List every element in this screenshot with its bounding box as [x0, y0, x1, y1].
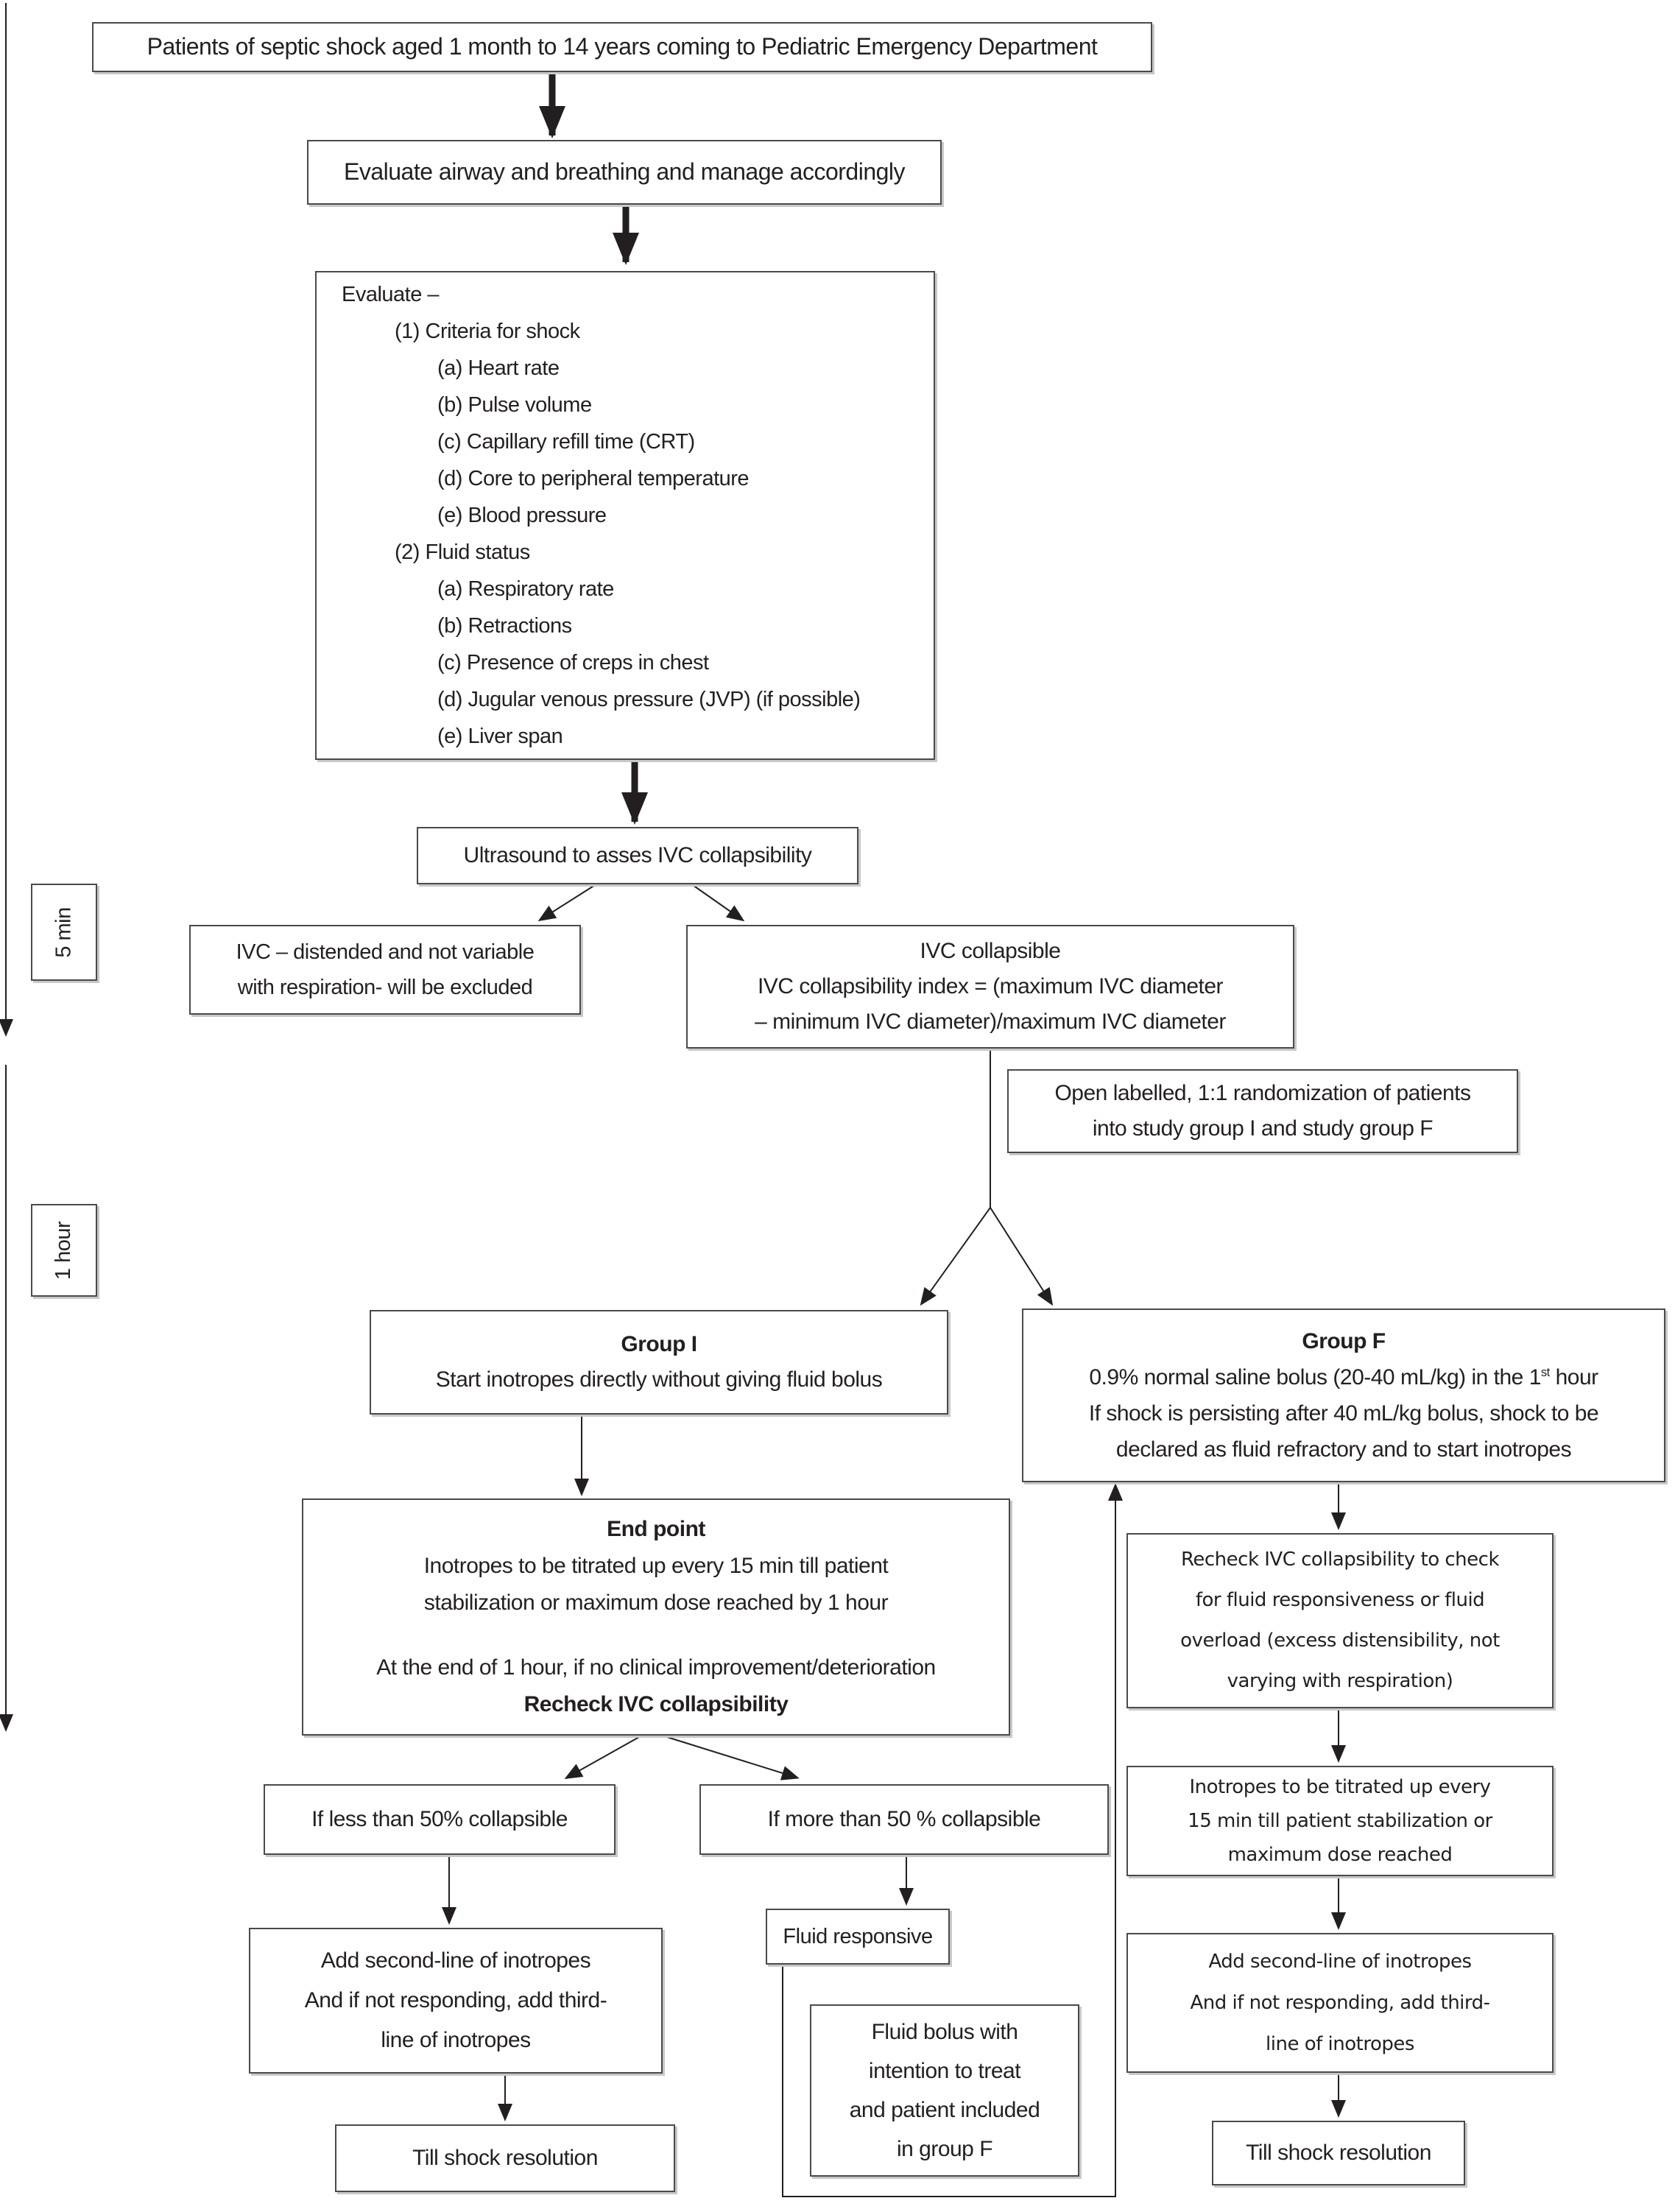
flow-node-group-i: Group I Start inotropes directly without…	[370, 1310, 948, 1415]
node-text: and patient included	[849, 2098, 1040, 2122]
evaluate-line: Evaluate –	[342, 283, 440, 306]
node-text: varying with respiration)	[1227, 1670, 1453, 1692]
node-text: Recheck IVC collapsibility to check	[1180, 1549, 1500, 1571]
node-text: intention to treat	[868, 2059, 1021, 2083]
node-text: Add second-line of inotropes	[320, 1948, 591, 1973]
node-text: into study group I and study group F	[1092, 1116, 1434, 1141]
evaluate-line: (e) Blood pressure	[437, 504, 607, 527]
flow-node-till-shock-resolution-left: Till shock resolution	[335, 2124, 675, 2192]
node-text: Till shock resolution	[412, 2145, 598, 2170]
node-text: for fluid responsiveness or fluid	[1195, 1589, 1485, 1611]
node-text: IVC – distended and not variable	[236, 940, 535, 964]
evaluate-line: (d) Core to peripheral temperature	[437, 467, 750, 490]
evaluate-line: (c) Presence of creps in chest	[437, 651, 709, 674]
node-text: maximum dose reached	[1227, 1844, 1453, 1866]
evaluate-line: (b) Retractions	[437, 614, 572, 638]
node-text: declared as fluid refractory and to star…	[1115, 1437, 1572, 1462]
flow-node-titrate-inotropes-right: Inotropes to be titrated up every 15 min…	[1126, 1766, 1554, 1876]
node-text: Add second-line of inotropes	[1208, 1951, 1472, 1973]
node-text: Evaluate airway and breathing and manage…	[343, 158, 906, 186]
evaluate-line: (d) Jugular venous pressure (JVP) (if po…	[437, 688, 861, 711]
flow-node-fluid-bolus-itt: Fluid bolus with intention to treat and …	[810, 2004, 1079, 2177]
flow-node-fluid-responsive: Fluid responsive	[766, 1909, 950, 1965]
node-text: Patients of septic shock aged 1 month to…	[147, 33, 1098, 60]
node-text: And if not responding, add third-	[1190, 1992, 1490, 2014]
flow-node-recheck-ivc-right: Recheck IVC collapsibility to check for …	[1126, 1533, 1554, 1708]
timeline-label-5min: 5 min	[31, 884, 97, 981]
node-text: Ultrasound to asses IVC collapsibility	[463, 842, 812, 867]
node-text: – minimum IVC diameter)/maximum IVC diam…	[755, 1010, 1226, 1034]
node-text: At the end of 1 hour, if no clinical imp…	[376, 1655, 936, 1680]
node-text: line of inotropes	[1266, 2033, 1414, 2055]
flow-node-till-shock-resolution-right: Till shock resolution	[1212, 2121, 1465, 2185]
flow-node-ivc-excluded: IVC – distended and not variable with re…	[189, 925, 581, 1015]
node-text: Fluid bolus with	[871, 2020, 1018, 2044]
evaluate-line: (2) Fluid status	[395, 540, 530, 564]
arrow-split-to-group-i	[920, 1207, 991, 1306]
recheck-emphasis: Recheck IVC collapsibility	[523, 1692, 789, 1716]
node-text: overload (excess distensibility, not	[1180, 1630, 1500, 1652]
node-text: And if not responding, add third-	[304, 1988, 607, 2012]
node-text: If less than 50% collapsible	[311, 1806, 568, 1831]
evaluate-line: (a) Respiratory rate	[437, 577, 614, 601]
node-text: If shock is persisting after 40 mL/kg bo…	[1088, 1401, 1599, 1426]
evaluate-line: (a) Heart rate	[437, 356, 560, 380]
flow-node-less-than-50: If less than 50% collapsible	[264, 1784, 616, 1855]
node-text: Inotropes to be titrated up every 15 min…	[423, 1554, 889, 1578]
arrow-endpoint-to-less50	[564, 1736, 640, 1779]
node-text: in group F	[896, 2137, 993, 2161]
flow-node-add-inotropes-left: Add second-line of inotropes And if not …	[249, 1928, 663, 2074]
evaluate-line: (b) Pulse volume	[437, 393, 592, 417]
node-text: stabilization or maximum dose reached by…	[423, 1591, 889, 1615]
node-text: Start inotropes directly without giving …	[435, 1367, 883, 1392]
flow-node-more-than-50: If more than 50 % collapsible	[699, 1784, 1109, 1855]
flow-node-patients: Patients of septic shock aged 1 month to…	[92, 22, 1152, 72]
node-text: IVC collapsible	[920, 939, 1061, 963]
node-text: line of inotropes	[381, 2028, 531, 2052]
flow-node-evaluate-list: Evaluate – (1) Criteria for shock (a) He…	[315, 271, 935, 760]
timeline-label-1hour: 1 hour	[31, 1204, 97, 1297]
node-text: 0.9% normal saline bolus (20-40 mL/kg) i…	[1089, 1365, 1598, 1389]
node-text: Fluid responsive	[783, 1924, 933, 1948]
flow-node-ivc-collapsible: IVC collapsible IVC collapsibility index…	[686, 925, 1294, 1049]
arrow-split-to-group-f	[990, 1207, 1054, 1306]
flow-node-group-f: Group F 0.9% normal saline bolus (20-40 …	[1022, 1308, 1665, 1482]
arrow-fluidresp-back-to-group-f	[782, 1483, 1123, 2197]
node-text: Inotropes to be titrated up every	[1189, 1776, 1491, 1798]
timeline-label-text: 1 hour	[52, 1221, 76, 1280]
flow-node-add-inotropes-right: Add second-line of inotropes And if not …	[1126, 1933, 1554, 2073]
arrow-ultrasound-to-excluded	[537, 884, 596, 922]
flow-node-airway: Evaluate airway and breathing and manage…	[307, 140, 942, 205]
node-text: with respiration- will be excluded	[237, 976, 533, 999]
arrow-endpoint-to-more50	[666, 1736, 800, 1780]
node-text: IVC collapsibility index = (maximum IVC …	[757, 974, 1224, 998]
evaluate-line: (e) Liver span	[437, 725, 563, 748]
node-text: Till shock resolution	[1246, 2140, 1431, 2165]
evaluate-line: (1) Criteria for shock	[395, 320, 580, 343]
timeline-label-text: 5 min	[52, 906, 76, 958]
arrow-ultrasound-to-collapsible	[692, 884, 745, 922]
flow-node-ultrasound: Ultrasound to asses IVC collapsibility	[417, 827, 858, 884]
evaluate-line: (c) Capillary refill time (CRT)	[437, 430, 695, 454]
node-text: If more than 50 % collapsible	[767, 1806, 1041, 1831]
end-point-title: End point	[607, 1517, 705, 1541]
superscript-st: st	[1540, 1366, 1550, 1379]
flow-node-randomization: Open labelled, 1:1 randomization of pati…	[1007, 1069, 1518, 1153]
group-i-title: Group I	[621, 1332, 697, 1356]
node-text: 15 min till patient stabilization or	[1188, 1810, 1492, 1832]
group-f-title: Group F	[1302, 1329, 1386, 1353]
flow-node-end-point: End point Inotropes to be titrated up ev…	[302, 1498, 1010, 1736]
node-text: Open labelled, 1:1 randomization of pati…	[1054, 1081, 1471, 1105]
